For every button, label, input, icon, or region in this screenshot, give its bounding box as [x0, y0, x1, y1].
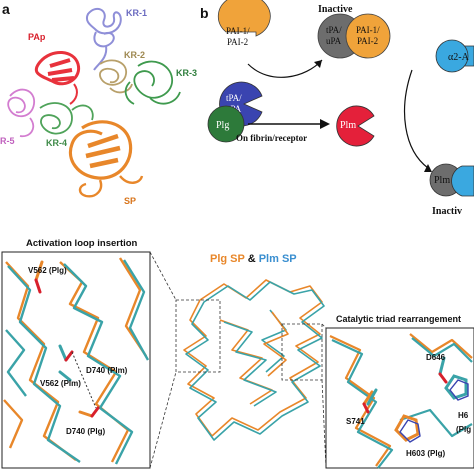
plm-label: Plm: [340, 120, 356, 131]
h6-top-label: H6: [458, 411, 469, 420]
d740-plg-label: D740 (Plg): [66, 427, 105, 436]
sp-label: SP: [124, 196, 136, 206]
pai-line2: PAI-2: [227, 37, 248, 47]
d740-plm-label: D740 (Plm): [86, 366, 128, 375]
central-highlight-right: [281, 323, 323, 381]
a2-antiplasmin-shape: α2-A: [435, 39, 474, 73]
kr1-label: KR-1: [126, 8, 147, 18]
tpa-line1: tPA/: [226, 93, 242, 103]
plm-inhibition-arrow: [403, 69, 429, 169]
left-inset-backbone: [3, 257, 150, 465]
left-connectors: [149, 251, 177, 469]
d646-label: D646: [426, 353, 446, 362]
kr3-domain-ribbon: [124, 60, 181, 105]
plg-cut-label: (Plg: [456, 425, 471, 434]
kr2-label: KR-2: [124, 50, 145, 60]
panel-b-letter: b: [200, 5, 209, 21]
kr1-domain-ribbon: [86, 7, 122, 71]
inactive-bottom-label: Inactiv: [432, 206, 462, 217]
right-inset-title: Catalytic triad rearrangement: [336, 314, 461, 324]
pai-arrow-head: [314, 60, 322, 68]
pap-domain-ribbon: [34, 51, 81, 105]
v562-plg-label: V562 (Plg): [28, 266, 67, 275]
plm-inhibition-arrow-head: [424, 164, 432, 172]
legend-plm: Plm SP: [259, 253, 297, 265]
pai-line1: PAI-1/: [226, 26, 250, 36]
kr4-label: KR-4: [46, 138, 67, 148]
panel-b: b Inactive PAI-1/ PAI-2 tPA/ uPA PAI-1/ …: [200, 0, 474, 217]
histidine-ring-plg: [394, 414, 421, 443]
panel-a: a: [0, 1, 197, 206]
plg-label: Plg: [216, 120, 229, 131]
inactive-top-label: Inactive: [318, 4, 353, 15]
inactive-complex-bottom: Plm: [429, 163, 474, 197]
kr2-domain-ribbon: [99, 59, 133, 94]
complex-right-line2: PAI-2: [357, 36, 378, 46]
complex-left-line2: uPA: [326, 36, 342, 46]
sp-legend: Plg SP & Plm SP: [210, 253, 297, 265]
complex-right-line1: PAI-1/: [356, 25, 380, 35]
kr4-domain-ribbon: [39, 102, 94, 135]
central-sp-overlay: [183, 279, 325, 441]
sp-domain-ribbon: [68, 120, 144, 198]
v562-plm-label: V562 (Plm): [40, 379, 81, 388]
panel-a-letter: a: [2, 1, 10, 17]
pap-label: PAp: [28, 32, 46, 42]
left-inset-title: Activation loop insertion: [26, 238, 138, 249]
plm-shape: Plm: [336, 105, 375, 147]
right-connectors: [321, 323, 327, 469]
pai-inhibitor-shape: PAI-1/ PAI-2: [217, 0, 271, 47]
activation-loop-inset: Activation loop insertion: [1, 238, 151, 469]
h603-label: H603 (Plg): [406, 449, 445, 458]
activation-arrow-head: [320, 119, 330, 129]
kr5-label: R-5: [0, 136, 15, 146]
pai-to-complex-arrow: [247, 59, 323, 78]
legend-plg: Plg SP: [210, 253, 245, 265]
complex-plm-label: Plm: [434, 175, 450, 186]
catalytic-triad-inset: Catalytic triad rearrangement: [325, 314, 474, 469]
kr3-label: KR-3: [176, 68, 197, 78]
complex-left-line1: tPA/: [326, 25, 342, 35]
left-inset-sidechains: [34, 260, 100, 418]
legend-amp: &: [245, 253, 259, 265]
central-highlight-left: [175, 299, 221, 373]
fibrin-label: On fibrin/receptor: [236, 133, 307, 143]
plg-shape: Plg: [207, 105, 245, 143]
right-inset-sidechains: [362, 356, 448, 414]
right-inset-backbone: [329, 333, 473, 469]
histidine-ring-plm: [444, 374, 469, 401]
panel-c: Plg SP & Plm SP Activation loop insertio…: [1, 238, 474, 469]
a2-label: α2-A: [448, 52, 470, 63]
kr5-domain-ribbon: [7, 88, 35, 138]
s741-label: S741: [346, 417, 365, 426]
inactive-complex-top: tPA/ uPA PAI-1/ PAI-2: [317, 13, 391, 59]
